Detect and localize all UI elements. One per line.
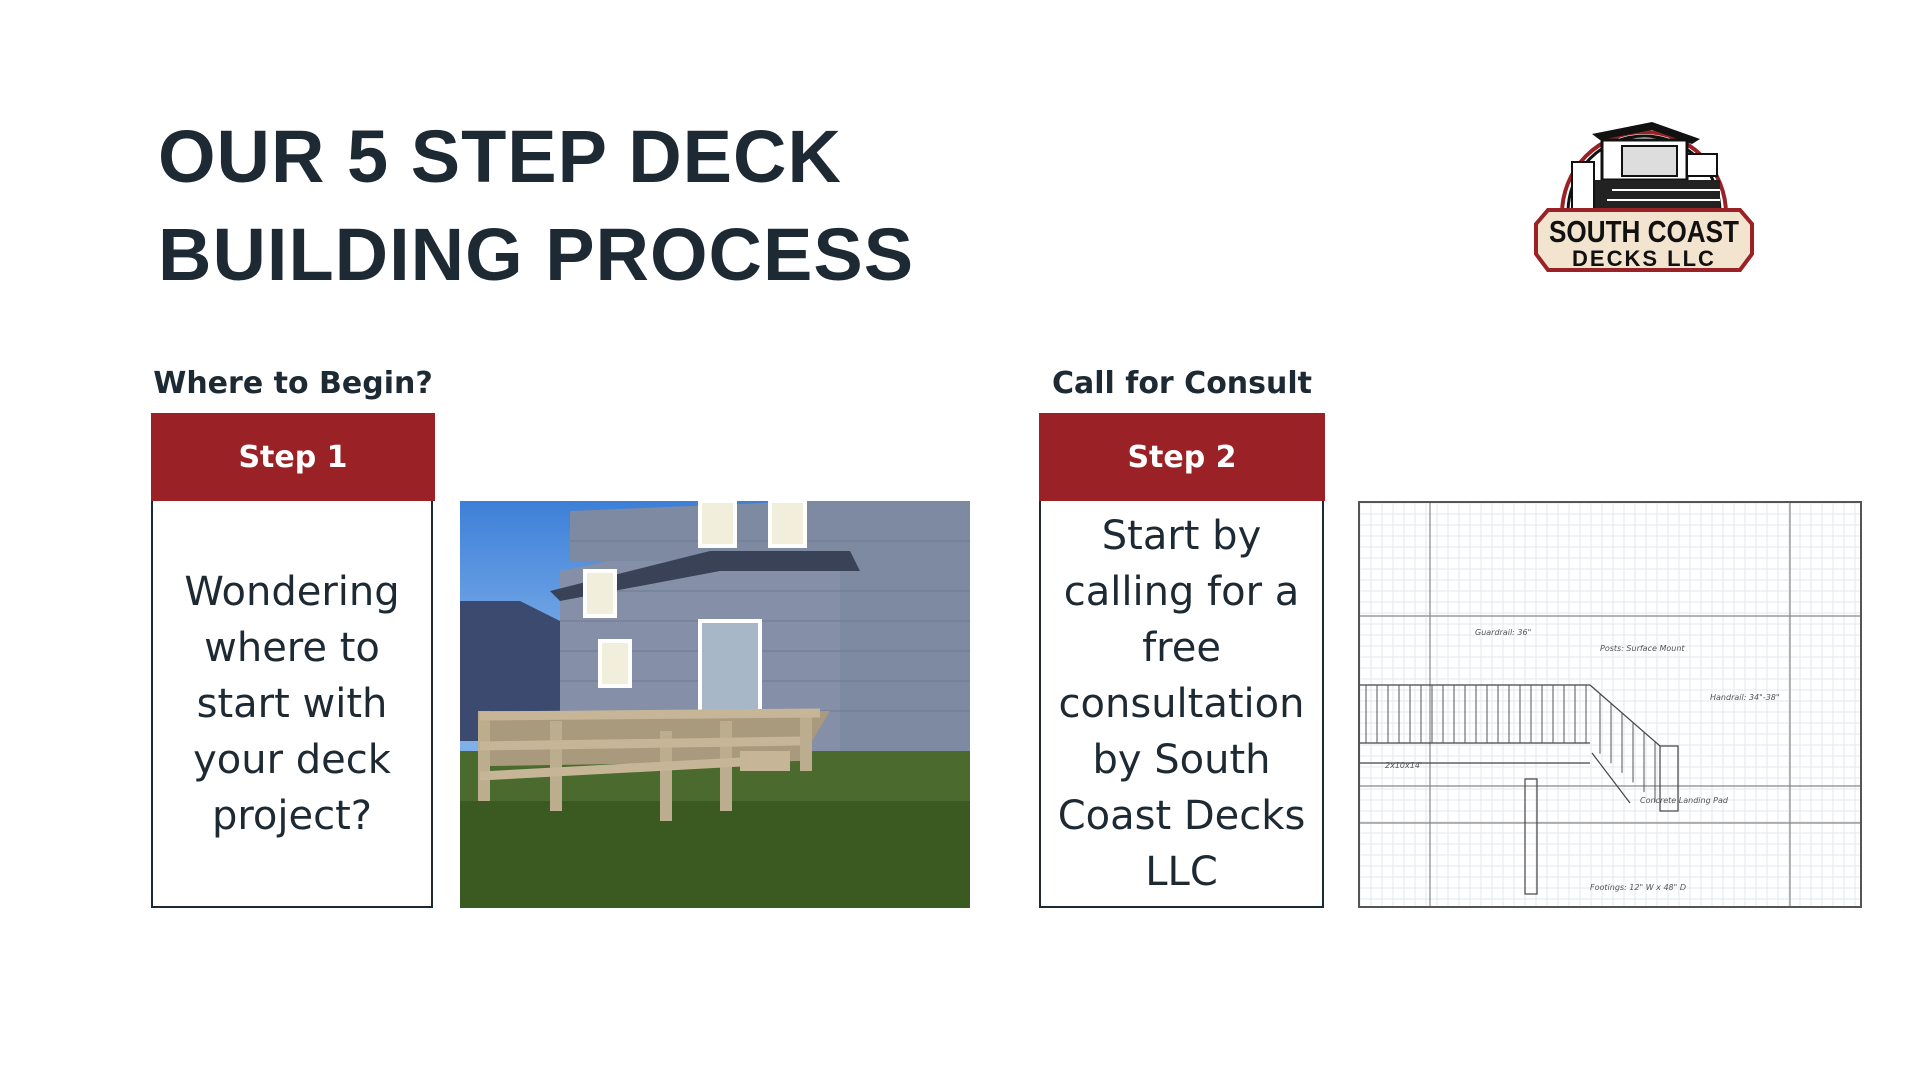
svg-text:Guardrail: 36": Guardrail: 36": [1475, 628, 1531, 637]
svg-text:Handrail: 34"-38": Handrail: 34"-38": [1710, 693, 1780, 702]
step-2-header: Step 2: [1039, 413, 1325, 501]
page-title: OUR 5 STEP DECK BUILDING PROCESS: [158, 108, 914, 304]
deck-photo: [460, 501, 970, 908]
step-1-header: Step 1: [151, 413, 435, 501]
step-1-body: Wondering where to start with your deck …: [151, 501, 433, 908]
title-line-2: BUILDING PROCESS: [158, 213, 915, 296]
deck-plan-drawing: Guardrail: 36" Posts: Surface Mount Handr…: [1358, 501, 1862, 908]
svg-text:Concrete Landing Pad: Concrete Landing Pad: [1640, 796, 1729, 805]
step-1-label: Where to Begin?: [153, 366, 433, 401]
title-line-1: OUR 5 STEP DECK: [158, 115, 842, 198]
svg-text:Footings: 12" W x 48" D: Footings: 12" W x 48" D: [1590, 883, 1686, 892]
company-logo: SOUTH COAST DECKS LLC: [1534, 122, 1754, 272]
step-2-body: Start by calling for a free consultation…: [1039, 501, 1324, 908]
svg-text:DECKS LLC: DECKS LLC: [1572, 246, 1716, 271]
step-2-label: Call for Consult: [1052, 366, 1312, 401]
svg-text:Posts: Surface Mount: Posts: Surface Mount: [1600, 644, 1685, 653]
svg-text:SOUTH COAST: SOUTH COAST: [1549, 214, 1739, 249]
svg-text:2x10x14': 2x10x14': [1385, 761, 1422, 770]
